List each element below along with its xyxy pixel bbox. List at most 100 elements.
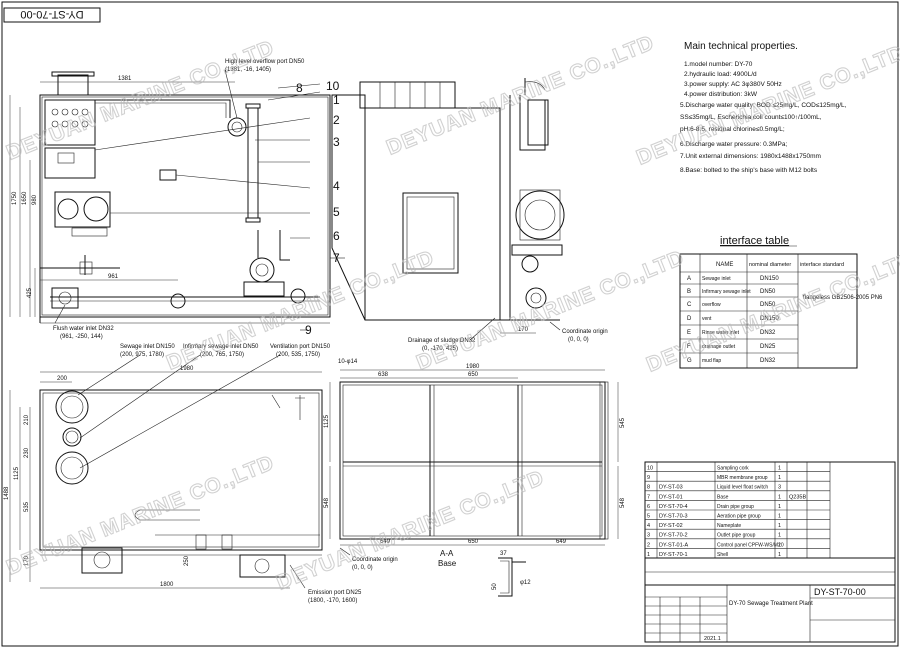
callout-overflow-name: High level overflow port DN50 bbox=[225, 59, 305, 65]
dim-200: 200 bbox=[57, 376, 68, 382]
dim-535: 535 bbox=[24, 501, 30, 512]
top-view bbox=[39, 389, 323, 578]
part-name: Control panel CPFW-WS/M20 bbox=[717, 542, 784, 548]
part-name: Aeration pipe group bbox=[717, 514, 761, 520]
part-callout-numbers: 1 2 3 4 5 6 7 8 9 10 bbox=[94, 79, 345, 337]
part-number: 2 bbox=[647, 542, 650, 548]
part-material: Q235B bbox=[789, 494, 806, 500]
part-qty: 1 bbox=[778, 523, 781, 529]
callout-1: 1 bbox=[333, 93, 340, 107]
dim-1125: 1125 bbox=[14, 466, 20, 480]
callout-sewage-name: Sewage inlet DN150 bbox=[120, 344, 175, 350]
iface-header-diameter: nominal diameter bbox=[749, 262, 791, 268]
spec-line-6: SS≤35mg/L, Escherichia coli count≤100↑/1… bbox=[680, 114, 822, 121]
spec-line-5: 5.Discharge water quality: BOD ≤25mg/L, … bbox=[680, 102, 847, 109]
iface-cell-diameter: DN32 bbox=[760, 330, 776, 336]
callout-7: 7 bbox=[333, 251, 340, 265]
part-number: 1 bbox=[647, 552, 650, 558]
iface-cell-id: E bbox=[687, 330, 691, 336]
iface-cell-diameter: DN150 bbox=[760, 316, 779, 322]
dim-548-right: 548 bbox=[620, 497, 626, 508]
part-code: DY-ST-03 bbox=[659, 485, 683, 491]
dim-980: 980 bbox=[32, 194, 38, 205]
part-number: 4 bbox=[647, 523, 650, 529]
dim-bolts: 10-φ14 bbox=[338, 359, 358, 365]
spec-line-9: 7.Unit external dimensions: 1980x1488x17… bbox=[680, 153, 821, 160]
dim-649-right: 649 bbox=[556, 539, 567, 545]
part-name: Outlet pipe group bbox=[717, 533, 756, 539]
nameplate bbox=[159, 169, 177, 181]
part-number: 3 bbox=[647, 533, 650, 539]
spec-line-10: 8.Base: bolted to the ship's base with M… bbox=[680, 167, 818, 174]
dim-base-1125: 1125 bbox=[324, 414, 330, 428]
iface-cell-id: B bbox=[687, 289, 691, 295]
front-view-right bbox=[331, 78, 565, 321]
callout-origin-top-name: Coordinate origin bbox=[562, 329, 608, 335]
iface-cell-name: overflow bbox=[702, 302, 721, 308]
dim-50: 50 bbox=[492, 583, 498, 590]
callout-8: 8 bbox=[296, 81, 303, 95]
dim-170: 170 bbox=[518, 327, 529, 333]
dim-37: 37 bbox=[500, 551, 507, 557]
iface-cell-diameter: DN50 bbox=[760, 289, 776, 295]
iface-header-name: NAME bbox=[716, 262, 733, 268]
part-name: Nameplate bbox=[717, 523, 741, 529]
part-code: DY-ST-01-A bbox=[659, 542, 688, 548]
part-code: DY-ST-70-4 bbox=[659, 504, 688, 510]
dim-250: 250 bbox=[184, 555, 190, 566]
part-name: Sampling cork bbox=[717, 466, 749, 472]
part-code: DY-ST-70-1 bbox=[659, 552, 688, 558]
callout-emission-coord: (1800, -170, 1600) bbox=[308, 598, 357, 604]
part-name: Liquid level float switch bbox=[717, 485, 768, 491]
part-qty: 1 bbox=[778, 542, 781, 548]
callout-origin-bottom-name: Coordinate origin bbox=[352, 557, 398, 563]
outlet-pipe bbox=[247, 107, 259, 219]
interface-table-title: interface table bbox=[720, 235, 789, 247]
part-qty: 1 bbox=[778, 533, 781, 539]
iface-cell-diameter: DN50 bbox=[760, 302, 776, 308]
part-qty: 1 bbox=[778, 514, 781, 520]
dim-1488: 1488 bbox=[4, 486, 10, 500]
iface-cell-diameter: DN32 bbox=[760, 358, 776, 364]
part-qty: 1 bbox=[778, 504, 781, 510]
watermark-3: DEYUAN MARINE CO.,LTD bbox=[633, 41, 900, 170]
front-view-dimensions: 1381 1750 1650 980 425 961 170 bbox=[9, 76, 536, 334]
base-frame-view bbox=[339, 381, 609, 540]
title-block-drawing-number: DY-ST-70-00 bbox=[814, 587, 866, 597]
dim-1381: 1381 bbox=[118, 76, 132, 82]
specs-title: Main technical properties. bbox=[684, 41, 798, 52]
section-aa: A-A Base 50 37 φ12 bbox=[438, 549, 531, 597]
part-number: 8 bbox=[647, 485, 650, 491]
spec-line-2: 2.hydraulic load: 4900L/d bbox=[684, 71, 757, 78]
watermark-7: DEYUAN MARINE CO.,LTD bbox=[3, 451, 277, 580]
callout-3: 3 bbox=[333, 135, 340, 149]
part-qty: 1 bbox=[778, 552, 781, 558]
spec-line-8: 6.Discharge water pressure: 0.3MPa; bbox=[680, 141, 787, 148]
iface-cell-id: C bbox=[687, 302, 692, 308]
callout-flush-name: Flush water inlet DN32 bbox=[53, 326, 114, 332]
iface-cell-id: F bbox=[687, 344, 691, 350]
dim-649-left: 649 bbox=[380, 539, 391, 545]
part-number: 5 bbox=[647, 514, 650, 520]
base-view-dimensions: 1980 10-φ14 638 650 1125 548 545 548 649… bbox=[324, 359, 626, 546]
sewage-inlet-circle bbox=[55, 390, 89, 424]
callout-10: 10 bbox=[326, 79, 340, 93]
callout-overflow-coord: (1381, -16, 1405) bbox=[225, 67, 271, 73]
control-panel bbox=[44, 99, 96, 146]
part-qty: 3 bbox=[778, 485, 781, 491]
drawing-number-rotated: DY-ST-70-00 bbox=[20, 8, 83, 20]
title-block-name: DY-70 Sewage Treatment Plant bbox=[729, 601, 813, 607]
callout-6: 6 bbox=[333, 229, 340, 243]
callout-drainage-coord: (0, -170, 425) bbox=[422, 346, 458, 352]
dim-170-side: 170 bbox=[24, 555, 30, 566]
dim-650: 650 bbox=[468, 372, 479, 378]
part-qty: 1 bbox=[778, 475, 781, 481]
port-callouts: High level overflow port DN50 (1381, -16… bbox=[53, 59, 608, 604]
callout-vent-name: Ventilation port DN150 bbox=[270, 344, 331, 350]
callout-9: 9 bbox=[305, 323, 312, 337]
front-view-left bbox=[39, 71, 331, 324]
part-qty: 1 bbox=[778, 494, 781, 500]
part-number: 7 bbox=[647, 494, 650, 500]
iface-cell-name: Sewage inlet bbox=[702, 276, 731, 282]
